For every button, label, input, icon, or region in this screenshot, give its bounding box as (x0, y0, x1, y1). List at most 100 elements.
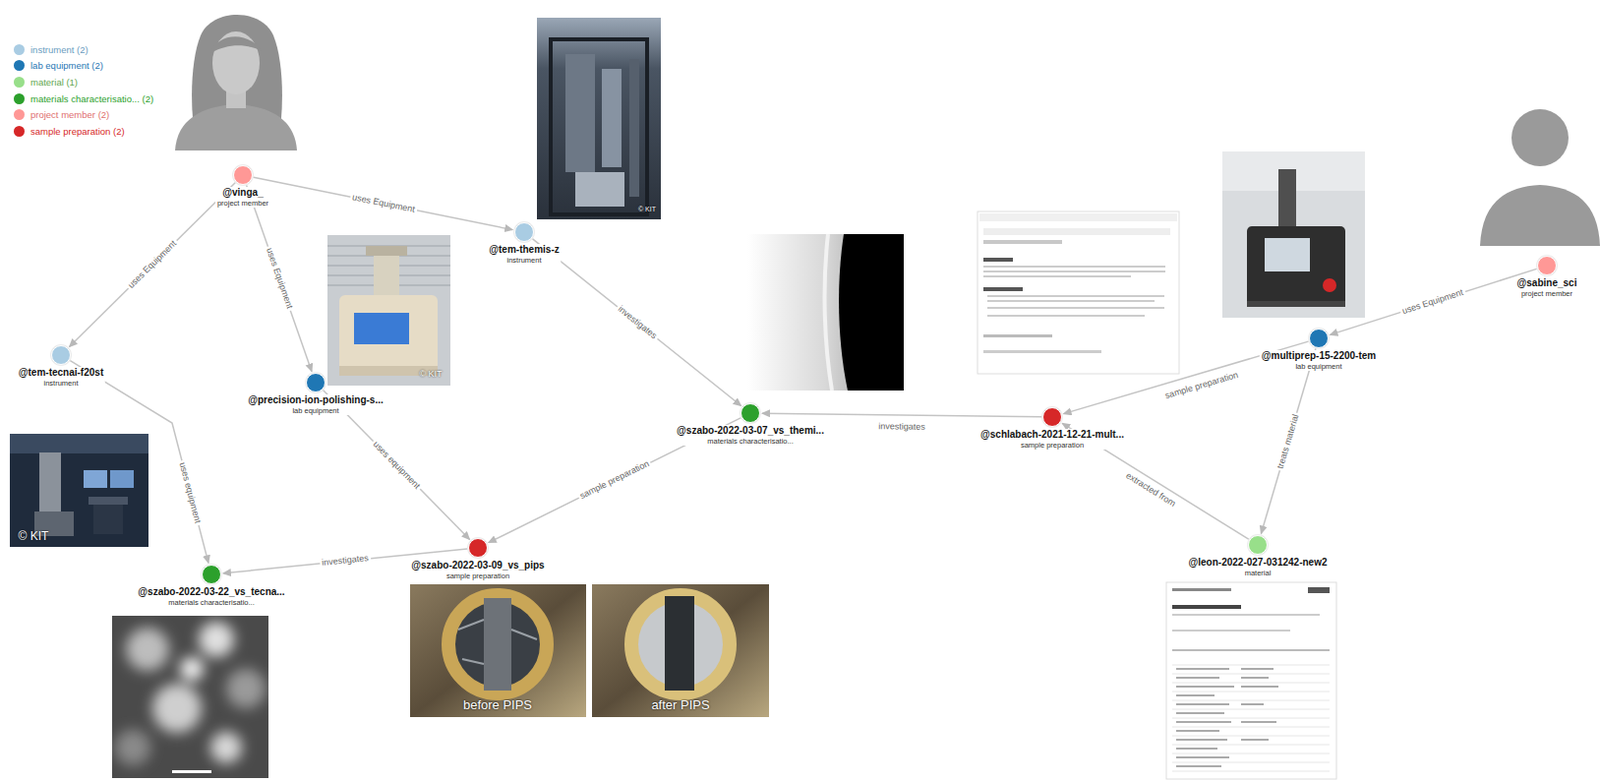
legend-label: lab equipment (2) (30, 59, 104, 71)
pips-before-photo (410, 584, 587, 717)
legend-label: instrument (2) (30, 44, 89, 56)
node-type: materials characterisatio... (135, 597, 287, 607)
micrograph-edge (747, 234, 904, 391)
edge-connector (69, 182, 237, 348)
graph-node: @szabo-2022-03-07_vs_themi...materials c… (740, 403, 761, 423)
edge-label: investigates (876, 420, 928, 433)
edge-connector (1329, 268, 1537, 335)
graph-node: @sabine_sciproject member (1537, 255, 1557, 276)
node-name: @tem-tecnai-f20st (16, 366, 106, 379)
legend-swatch (13, 125, 25, 137)
node-name: @schlabach-2021-12-21-mult... (978, 428, 1126, 441)
legend-swatch (13, 76, 25, 88)
node-name: @tem-themis-z (486, 243, 561, 256)
graph-node: @szabo-2022-03-09_vs_pipssample preparat… (468, 537, 488, 558)
edge-label: uses Equipment (1399, 286, 1468, 317)
legend-row: materials characterisatio... (2) (13, 90, 154, 108)
node-caption: @szabo-2022-03-22_vs_tecna...materials c… (135, 586, 287, 607)
node-type: instrument (16, 378, 106, 388)
legend-swatch (13, 93, 25, 105)
multiprep-photo (1222, 151, 1365, 318)
legend-row: instrument (2) (13, 41, 154, 59)
node-type: project member (215, 198, 271, 208)
legend-swatch (13, 59, 25, 71)
edge-connector (533, 238, 742, 407)
watermark-label: after PIPS (651, 697, 710, 712)
node-name: @leon-2022-027-031242-new2 (1186, 556, 1330, 569)
node-caption: @precision-ion-polishing-s...lab equipme… (245, 394, 386, 415)
themis-photo (536, 17, 661, 220)
edge-label: treats material (1274, 411, 1303, 473)
graph-node: @precision-ion-polishing-s...lab equipme… (305, 372, 326, 393)
legend-label: material (1) (30, 76, 78, 88)
dataset-screenshot (977, 211, 1180, 374)
legend-swatch (13, 109, 25, 120)
edge-label: uses Equipment (124, 237, 180, 293)
edge-label: sample preparation (576, 457, 653, 503)
watermark-label: © KIT (418, 368, 442, 379)
legend: instrument (2) lab equipment (2) material … (13, 41, 154, 140)
node-caption: @leon-2022-027-031242-new2material (1186, 556, 1330, 578)
edge-connector (246, 184, 312, 371)
edge-label: uses equipment (177, 459, 205, 527)
node-name: @sabine_sci (1515, 277, 1580, 290)
watermark-label: © KIT (18, 529, 50, 543)
watermark-label: © KIT (638, 205, 656, 213)
legend-label: project member (2) (30, 109, 110, 120)
graph-node: @leon-2022-027-031242-new2material (1247, 534, 1268, 555)
legend-row: sample preparation (2) (13, 122, 154, 140)
node-type: sample preparation (978, 440, 1126, 450)
node-type: material (1186, 568, 1330, 578)
node-caption: @szabo-2022-03-07_vs_themi...materials c… (674, 424, 827, 446)
node-name: @multiprep-15-2200-tem (1259, 350, 1378, 362)
graph-node: @multiprep-15-2200-temlab equipment (1308, 328, 1329, 349)
node-caption: @sabine_sciproject member (1515, 277, 1580, 298)
watermark-label: before PIPS (463, 697, 533, 712)
node-caption: @schlabach-2021-12-21-mult...sample prep… (978, 428, 1126, 450)
material-screenshot (1166, 582, 1337, 779)
woman-avatar (175, 14, 297, 151)
node-caption: @szabo-2022-03-09_vs_pipssample preparat… (409, 559, 546, 581)
node-caption: @vinga_project member (215, 186, 271, 208)
edge-connector (69, 360, 209, 564)
node-caption: @multiprep-15-2200-temlab equipment (1259, 350, 1378, 371)
node-name: @szabo-2022-03-07_vs_themi... (674, 424, 827, 437)
edge-label: investigates (613, 301, 660, 343)
graph-node: @schlabach-2021-12-21-mult...sample prep… (1042, 407, 1063, 427)
graph-node: @vinga_project member (233, 165, 253, 185)
edge-connector (253, 177, 513, 230)
edge-label: uses Equipment (349, 191, 417, 216)
node-type: sample preparation (409, 571, 546, 581)
legend-row: lab equipment (2) (13, 58, 154, 75)
node-type: materials characterisatio... (674, 436, 827, 446)
node-name: @precision-ion-polishing-s... (245, 394, 386, 407)
legend-swatch (13, 44, 25, 56)
tecnai-photo (9, 433, 149, 547)
graph-node: @szabo-2022-03-22_vs_tecna...materials c… (201, 564, 222, 585)
node-name: @szabo-2022-03-22_vs_tecna... (135, 586, 287, 598)
node-name: @vinga_ (215, 186, 271, 199)
graph-node: @tem-themis-zinstrument (514, 222, 534, 242)
man-avatar (1480, 108, 1600, 246)
edge-connector (1260, 349, 1315, 534)
graph-node: @tem-tecnai-f20stinstrument (51, 345, 71, 365)
legend-label: materials characterisatio... (2) (30, 93, 154, 105)
legend-row: material (1) (13, 73, 154, 91)
node-type: instrument (486, 255, 561, 265)
legend-row: project member (2) (13, 106, 154, 123)
cloudy-micrograph (112, 615, 269, 778)
node-caption: @tem-themis-zinstrument (486, 243, 561, 265)
node-type: lab equipment (245, 406, 386, 415)
node-type: lab equipment (1259, 361, 1378, 371)
pips-after-photo (592, 584, 770, 717)
edge-label: investigates (319, 552, 371, 569)
node-type: project member (1515, 289, 1580, 298)
node-name: @szabo-2022-03-09_vs_pips (409, 559, 546, 572)
node-caption: @tem-tecnai-f20stinstrument (16, 366, 106, 388)
precision-polisher-photo (327, 235, 451, 386)
edge-label: uses Equipment (262, 244, 296, 312)
legend-label: sample preparation (2) (30, 125, 125, 137)
